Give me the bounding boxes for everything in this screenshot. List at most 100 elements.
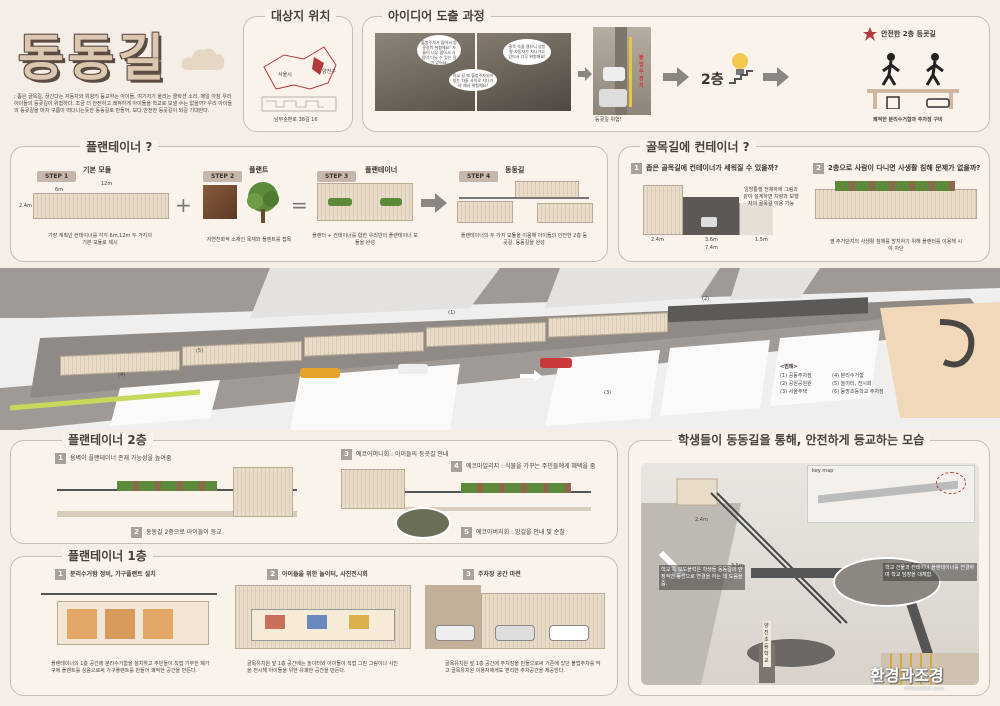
dim-2-4m: 2.4m (651, 237, 664, 243)
step-3-badge: STEP 3 (317, 171, 357, 182)
wood-block (203, 185, 237, 219)
floor1-scene-3 (425, 585, 605, 649)
legend-item: (4) 분리수거함 (832, 373, 864, 379)
watermark: 환경과조경 www.lafent.com (870, 662, 944, 693)
street-text: 불법주정차 (639, 55, 644, 89)
arrow-icon (578, 67, 592, 81)
school-title: 학생들이 동동길을 통해, 안전하게 등교하는 모습 (672, 433, 931, 447)
container-module-12m (33, 193, 169, 219)
legend-title: <범례> (780, 364, 798, 370)
legend-item: (3) 서울주택 (780, 389, 808, 395)
floor-label: 2층 (701, 72, 724, 88)
planter-panel: STEP 1 기본 모듈 12m 6m 2.4m 가장 계획인 컨테이너를 각각… (10, 146, 608, 262)
cloud-icon (181, 48, 225, 70)
step-2-badge: STEP 2 (203, 171, 243, 182)
walking-people-icon (867, 53, 959, 109)
privacy-model (815, 179, 977, 219)
legend-item: (2) 공원공원원 (780, 381, 812, 387)
floor2-inset (395, 507, 451, 539)
legend-item: (5) 놀이터, 전시회 (832, 381, 872, 387)
tree-icon (247, 182, 279, 223)
dim-2-4m: 2.4m (695, 517, 708, 523)
step-2-desc: 자연친화적 소재인 목재와 플랜트를 접목 (206, 237, 292, 243)
floor1-item-2-desc: 골목유치원 앞 1층 공간에는 놀이터와 아이들이 직접 그린 그림이나 사진을… (247, 661, 398, 674)
floor1-title: 플랜테이너 1층 (62, 549, 153, 563)
arrow-icon (663, 67, 689, 87)
step-4-desc: 플랜테이너의 두 가지 모듈을 이용해 아이들의 안전한 2층 등굣길, 동동길… (460, 233, 588, 246)
step-3-name: 플랜테이너 (365, 166, 398, 174)
star-icon (863, 27, 877, 41)
step-1-desc: 가장 계획인 컨테이너를 각각 6m,12m 두 가지의 기본 모듈로 제시 (47, 233, 152, 246)
step-1-badge: STEP 1 (37, 171, 77, 182)
key-map: key map (807, 465, 975, 523)
dim-1-5m: 1.5m (755, 237, 768, 243)
map-label-yangcheon: 양천구 (322, 69, 336, 75)
spiral-stair (939, 319, 975, 368)
dim-7-4m: 7.4m (705, 245, 718, 251)
step-3-desc: 플랜터 + 컨테이너를 합한 우리만의 플랜테이너 모듈을 완성 (312, 233, 418, 246)
step-2-name: 플랜트 (249, 166, 269, 174)
dim-3-6m: 3.6m (705, 237, 718, 243)
floor1-item-3-desc: 골목유치원 앞 1층 공간에 주차장을 만들으로써 기존에 있던 불법주차를 막… (445, 661, 601, 674)
floor1-scene-2 (235, 585, 411, 649)
step-1-name: 기본 모듈 (83, 166, 112, 174)
legend: <범례> (1) 공동주차장 (2) 공원공원원 (3) 서울주택 (4) 분리… (780, 364, 890, 395)
speech-bubble-1: 불법주차가 많아서 등굣길이 위험해요! 차들이 너무 많아서 사람이 다닐 수… (417, 35, 461, 65)
watermark-url: www.lafent.com (904, 686, 945, 692)
dim-2-4m: 2.4m (19, 203, 32, 209)
legend-item: (6) 동명초등학교 주차장 (832, 389, 884, 395)
alley-section (643, 177, 773, 235)
view-label-5: (5) (196, 348, 204, 354)
bottom-caption: 쾌적한 분리수거함과 주차장 구비 (873, 117, 943, 123)
idea-caption-danger: 등굣길 위험! (595, 117, 622, 123)
intro-text: ; 좁은 골목길, 끊긴다는 자동차와 위양키 등교하는 아이들, 여기저기 울… (14, 94, 233, 114)
view-label-3: (3) (604, 390, 612, 396)
dim-12m: 12m (101, 181, 113, 187)
floor2-title: 플랜테이너 2층 (62, 433, 153, 447)
site-panel: 서울시 양천구 남부순환로 38길 16 (243, 16, 353, 132)
site-title: 대상지 위치 (265, 9, 337, 23)
idea-title: 아이디어 도출 과정 (382, 9, 491, 23)
floor1-scene-1 (41, 585, 217, 645)
dim-6m: 6m (55, 187, 64, 193)
planter-title: 플랜테이너 ? (80, 140, 159, 154)
street-illustration (0, 268, 1000, 430)
floor2-scene-left (57, 467, 297, 523)
key-map-label: key map (812, 468, 834, 474)
school-panel: key map 학교 쪽 보도블럭은 학생들 동동길의 안정적인 동선으로 연결… (628, 440, 990, 696)
site-caption: 남부순환로 38길 16 (274, 117, 318, 123)
map-label-seoul: 서울시 (278, 72, 292, 78)
right-note: 학교 건물과 컨테이너 플랜테이너를 연결하며 학교 담장을 대체함. (883, 563, 977, 581)
step-4-badge: STEP 4 (459, 171, 499, 182)
idea-photo-3 (593, 27, 651, 115)
floor2-scene-right (341, 469, 591, 517)
title-block: 동동길 ; 좁은 골목길, 끊긴다는 자동차와 위양키 등교하는 아이들, 여기… (10, 12, 235, 132)
view-label-2: (2) (702, 296, 710, 302)
plantainer-module (317, 183, 413, 221)
school-render: key map 학교 쪽 보도블럭은 학생들 동동길의 안정적인 동선으로 연결… (641, 463, 979, 685)
lightbulb-icon (729, 53, 753, 84)
safe-route-label: 안전한 2층 등굣길 (881, 30, 936, 38)
main-perspective: (1) (2) (3) (4) (5) <범례> (1) 공동주차장 (2) 공… (0, 268, 1000, 430)
alley-answer-1: 일방통행 전제하에 그림과 같이 설계하면 차량과 보행자의 골목길 이용 가능 (743, 187, 799, 207)
alley-title: 골목길에 컨테이너 ? (640, 140, 756, 154)
equals-sign: = (291, 193, 308, 217)
speech-bubble-3: 학교 갈 때 불법주차되어 있는 차들 사이로 지나가야 해서 위험해요! (449, 69, 497, 91)
arrow-icon (421, 193, 447, 213)
arrow-icon (763, 67, 789, 87)
school-sign: 양천초등학교 (763, 621, 771, 667)
alley-answer-2: 옆 주거단지의 사생활 침해를 방지하기 위해 플랜터를 이용해 시야 차단 (829, 239, 963, 252)
page-title: 동동길 (18, 29, 168, 87)
